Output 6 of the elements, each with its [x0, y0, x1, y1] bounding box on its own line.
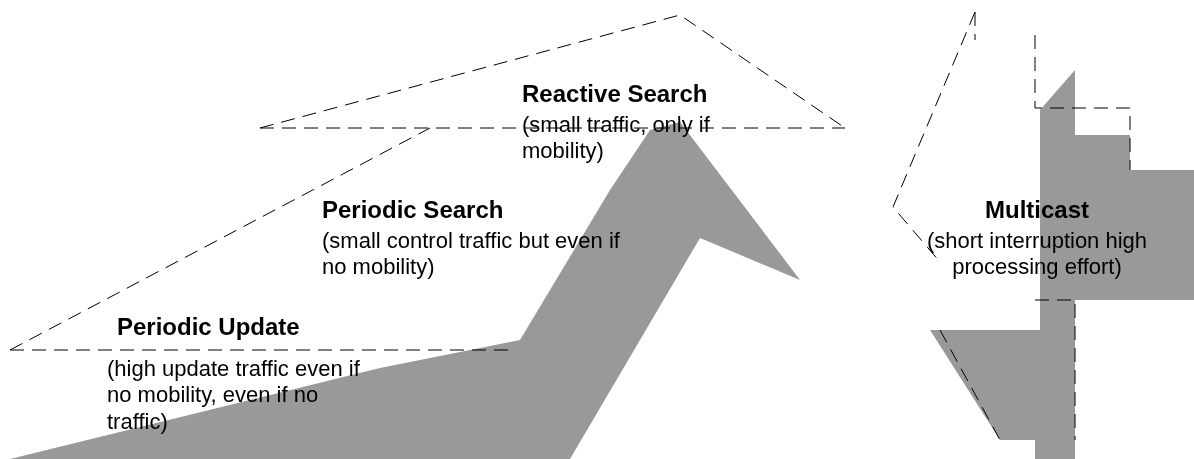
heading-text: Periodic Update — [117, 313, 301, 342]
heading-text: Periodic Search — [322, 196, 505, 225]
description-text: (small control traffic but even if no mobility) — [322, 228, 621, 281]
heading-text: Reactive Search — [522, 80, 709, 109]
heading-text: Multicast — [984, 196, 1090, 225]
description-text: (small traffic, only if mobility) — [522, 112, 711, 165]
